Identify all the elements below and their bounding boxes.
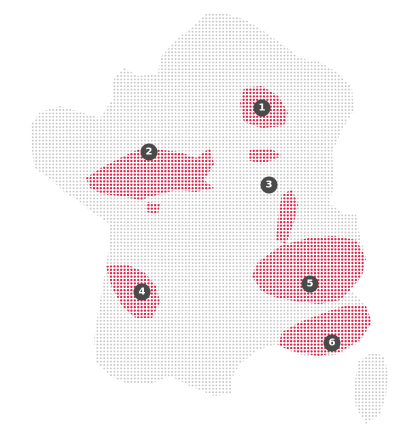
marker-circle <box>133 283 151 301</box>
marker-label: 3 <box>266 180 273 191</box>
region-marker-6[interactable]: 6 <box>323 334 341 352</box>
region-markers: 1 2 3 4 5 6 <box>133 99 341 352</box>
marker-label: 5 <box>307 279 314 290</box>
map-base-dots <box>30 12 388 424</box>
marker-circle <box>323 334 341 352</box>
marker-circle <box>260 176 278 194</box>
region-marker-3[interactable]: 3 <box>260 176 278 194</box>
marker-label: 4 <box>139 287 146 298</box>
marker-label: 6 <box>329 338 336 349</box>
region-3-dots <box>276 190 298 244</box>
marker-circle <box>253 99 271 117</box>
region-marker-2[interactable]: 2 <box>140 143 158 161</box>
region-marker-4[interactable]: 4 <box>133 283 151 301</box>
region-2b-dots <box>146 202 160 214</box>
region-1b-dots <box>248 148 282 164</box>
highlighted-region-dots <box>86 86 372 356</box>
marker-label: 2 <box>146 147 153 158</box>
marker-circle <box>140 143 158 161</box>
marker-circle <box>301 275 319 293</box>
region-marker-5[interactable]: 5 <box>301 275 319 293</box>
region-marker-1[interactable]: 1 <box>253 99 271 117</box>
marker-label: 1 <box>259 103 266 114</box>
region-4-dots <box>106 264 160 318</box>
